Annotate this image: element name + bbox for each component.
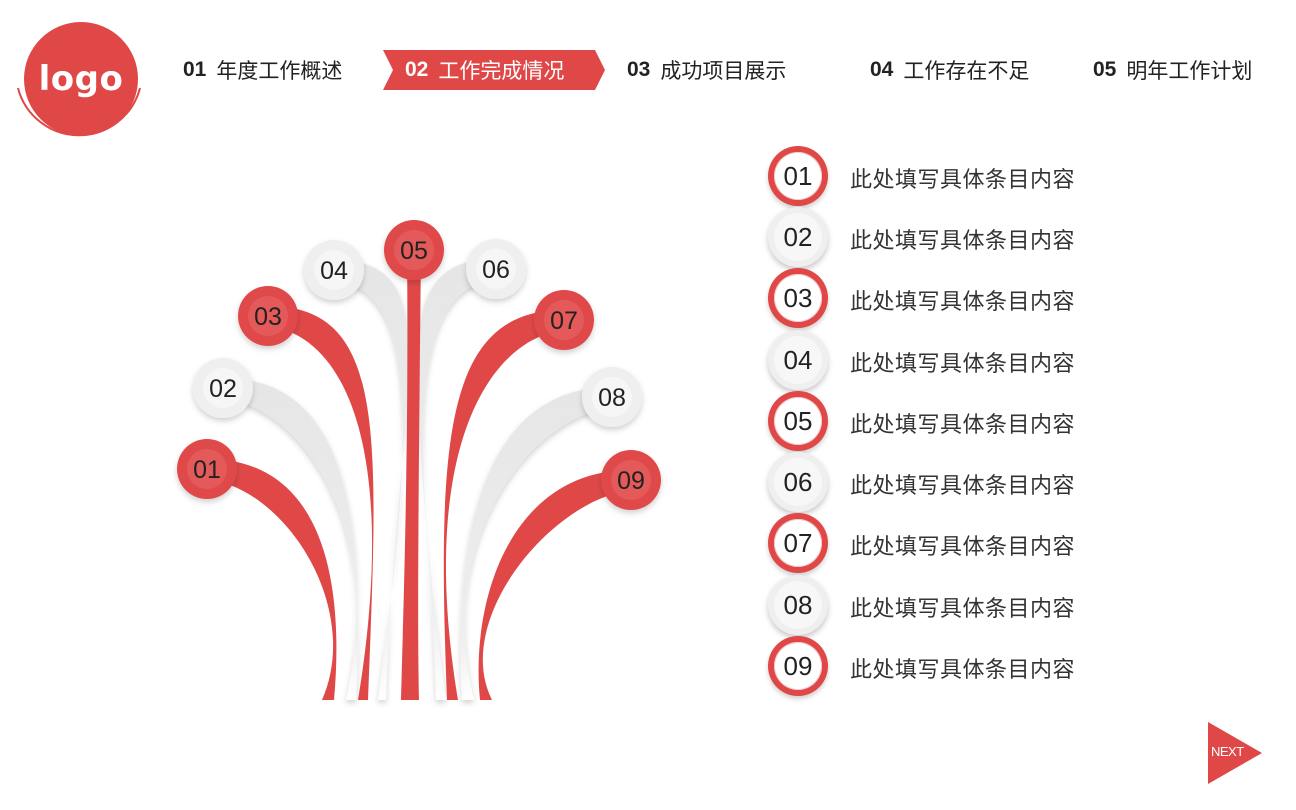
fan-stem-04	[334, 260, 409, 700]
top-nav: 01 年度工作概述 02 工作完成情况 03 成功项目展示 04 工作存在不足 …	[0, 50, 1296, 90]
next-button[interactable]: NEXT	[1208, 722, 1264, 784]
list-item: 03 此处填写具体条目内容	[768, 268, 1108, 328]
fan-node-label: 06	[482, 256, 510, 284]
list-item-text: 此处填写具体条目内容	[850, 290, 1076, 315]
list-badge: 07	[768, 513, 828, 573]
fan-nodes: 02 04 06 08 01 03 05 07 09	[177, 220, 661, 510]
next-arrow-icon	[1208, 722, 1262, 784]
nav-tab-num: 01	[183, 58, 207, 81]
fan-node-05: 05	[384, 220, 444, 280]
list-badge: 02	[768, 207, 828, 267]
nav-tab-04[interactable]: 04 工作存在不足	[870, 50, 1029, 90]
fan-node-inner	[544, 300, 584, 340]
list-badge-number: 06	[774, 458, 822, 506]
list-item-text: 此处填写具体条目内容	[850, 597, 1076, 622]
list-badge-number: 03	[774, 274, 822, 322]
list-item: 08 此处填写具体条目内容	[768, 575, 1108, 635]
fan-node-inner	[476, 249, 516, 289]
list-badge: 05	[768, 391, 828, 451]
list-item: 07 此处填写具体条目内容	[768, 513, 1108, 573]
nav-tab-num: 03	[627, 58, 651, 81]
nav-tab-num: 05	[1093, 58, 1117, 81]
list-item-text: 此处填写具体条目内容	[850, 168, 1076, 193]
list-badge: 04	[768, 330, 828, 390]
fan-node-03: 03	[238, 286, 298, 346]
list-item: 02 此处填写具体条目内容	[768, 207, 1108, 267]
fan-stem-05	[401, 250, 421, 700]
list-item-text: 此处填写具体条目内容	[850, 352, 1076, 377]
fan-node-label: 08	[598, 384, 626, 412]
fan-stem-02	[223, 378, 359, 700]
fan-node-04: 04	[304, 240, 364, 300]
nav-tab-num: 04	[870, 58, 894, 81]
nav-tab-03[interactable]: 03 成功项目展示	[627, 50, 786, 90]
fan-node-02: 02	[193, 358, 253, 418]
fan-node-07: 07	[534, 290, 594, 350]
list-item-text: 此处填写具体条目内容	[850, 474, 1076, 499]
list-item: 09 此处填写具体条目内容	[768, 636, 1108, 696]
fan-stem-09	[478, 470, 631, 700]
list-badge: 08	[768, 575, 828, 635]
list-item-text: 此处填写具体条目内容	[850, 413, 1076, 438]
fan-node-label: 07	[550, 307, 578, 335]
list-badge-number: 08	[774, 581, 822, 629]
list-badge: 09	[768, 636, 828, 696]
fan-node-label: 05	[400, 237, 428, 265]
nav-tab-02[interactable]: 02 工作完成情况	[383, 50, 605, 90]
nav-tab-num: 02	[405, 58, 429, 81]
fan-node-inner	[611, 460, 651, 500]
list-badge: 03	[768, 268, 828, 328]
nav-tab-label: 工作存在不足	[903, 59, 1030, 83]
fan-node-08: 08	[582, 367, 642, 427]
fan-stem-08	[460, 387, 612, 700]
list-badge-number: 01	[774, 152, 822, 200]
list-item: 04 此处填写具体条目内容	[768, 330, 1108, 390]
nav-tab-label: 年度工作概述	[216, 59, 343, 83]
fan-diagram: 02 04 06 08 01 03 05 07 09	[177, 220, 661, 700]
fan-node-09: 09	[601, 450, 661, 510]
fan-node-inner	[314, 250, 354, 290]
list-item-text: 此处填写具体条目内容	[850, 535, 1076, 560]
fan-stem-01	[207, 459, 337, 700]
fan-node-01: 01	[177, 439, 237, 499]
nav-tab-label: 明年工作计划	[1126, 59, 1253, 83]
nav-tab-05[interactable]: 05 明年工作计划	[1093, 50, 1252, 90]
list-item: 01 此处填写具体条目内容	[768, 146, 1108, 206]
logo-text: logo	[24, 22, 138, 136]
nav-tab-01[interactable]: 01 年度工作概述	[183, 50, 342, 90]
list-badge-number: 07	[774, 519, 822, 567]
fan-node-label: 04	[320, 257, 348, 285]
fan-stem-07	[443, 310, 564, 700]
fan-node-06: 06	[466, 239, 526, 299]
list-item-text: 此处填写具体条目内容	[850, 229, 1076, 254]
fan-node-inner	[592, 377, 632, 417]
list-item: 06 此处填写具体条目内容	[768, 452, 1108, 512]
list-item: 05 此处填写具体条目内容	[768, 391, 1108, 451]
list-item-text: 此处填写具体条目内容	[850, 658, 1076, 683]
list-badge-number: 09	[774, 642, 822, 690]
list-badge-number: 02	[774, 213, 822, 261]
list-badge-number: 04	[774, 336, 822, 384]
list-badge: 01	[768, 146, 828, 206]
logo: logo	[14, 18, 144, 142]
list-badge: 06	[768, 452, 828, 512]
fan-node-label: 09	[617, 467, 645, 495]
fan-node-inner	[187, 449, 227, 489]
next-button-label: NEXT	[1211, 744, 1244, 759]
nav-tab-label: 成功项目展示	[660, 59, 787, 83]
fan-node-inner	[394, 230, 434, 270]
fan-node-label: 03	[254, 303, 282, 331]
fan-node-inner	[248, 296, 288, 336]
fan-node-inner	[203, 368, 243, 408]
list-badge-number: 05	[774, 397, 822, 445]
fan-node-label: 01	[193, 456, 221, 484]
nav-tab-label: 工作完成情况	[438, 59, 565, 83]
fan-node-label: 02	[209, 375, 237, 403]
